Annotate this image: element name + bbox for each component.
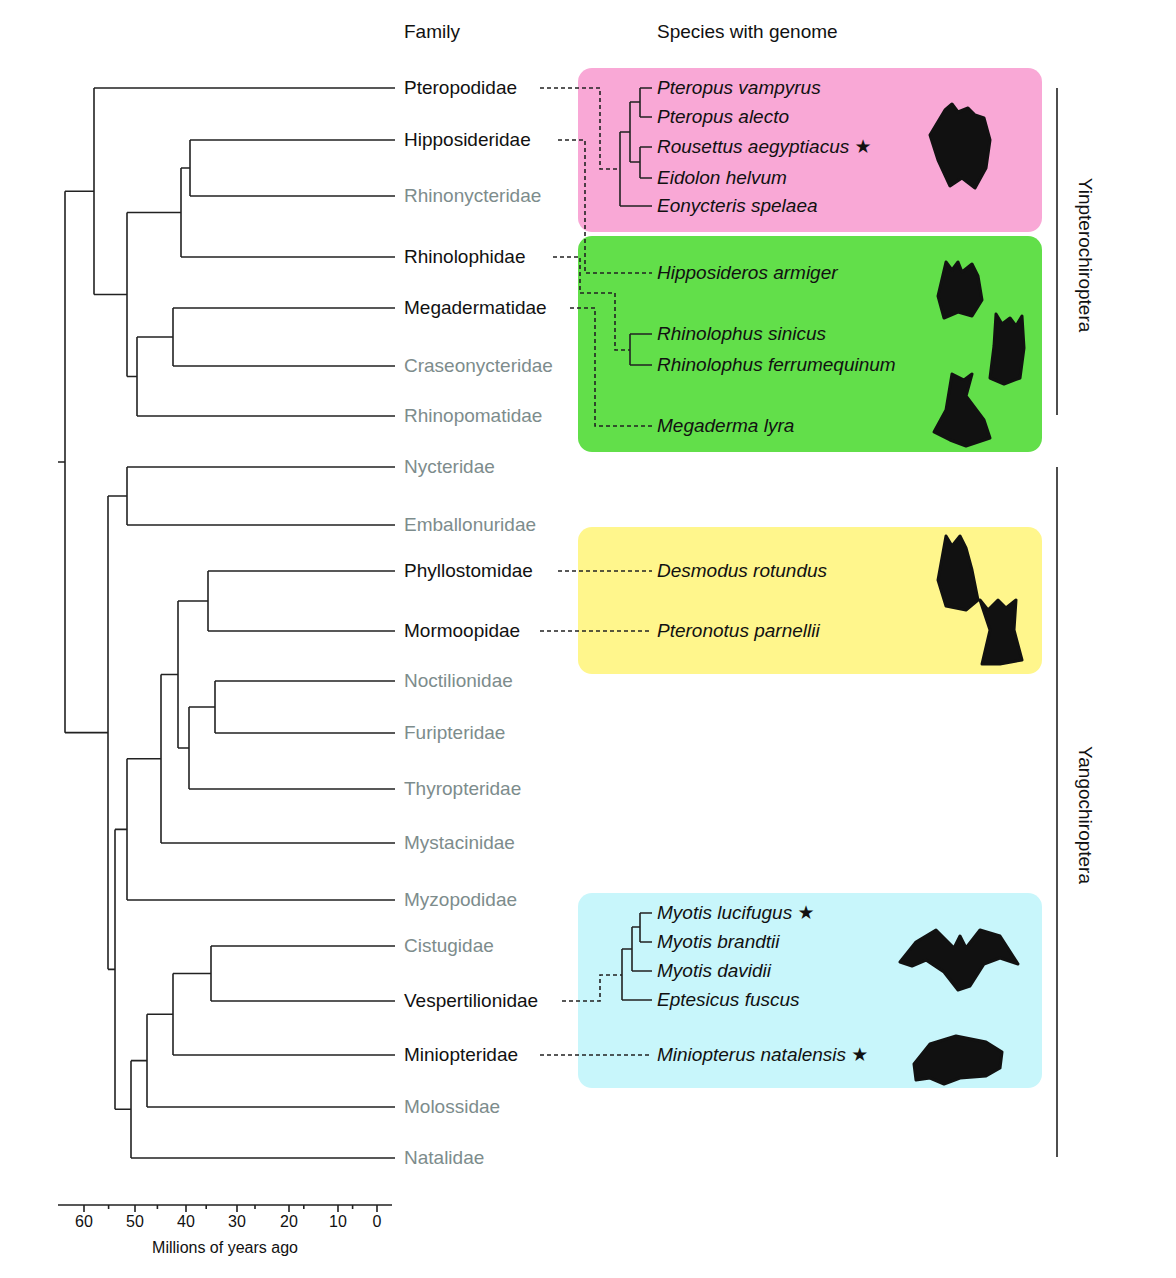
species-name: Eptesicus fuscus <box>657 989 800 1011</box>
family-name: Nycteridae <box>402 456 497 478</box>
species-name: Myotis lucifugus ★ <box>657 902 814 924</box>
axis-tick-label: 60 <box>73 1213 95 1231</box>
species-name: Pteropus alecto <box>657 106 789 128</box>
bat-silhouette <box>914 1036 1002 1084</box>
family-name: Noctilionidae <box>402 670 515 692</box>
family-name: Mormoopidae <box>402 620 522 642</box>
axis-tick-label: 0 <box>371 1213 384 1231</box>
family-name: Vespertilionidae <box>402 990 540 1012</box>
species-name: Miniopterus natalensis ★ <box>657 1044 868 1066</box>
species-tree <box>620 88 652 1000</box>
family-name: Molossidae <box>402 1096 502 1118</box>
species-name: Pteropus vampyrus <box>657 77 821 99</box>
axis-tick-label: 50 <box>124 1213 146 1231</box>
bat-silhouette <box>930 104 990 188</box>
family-name: Hipposideridae <box>402 129 533 151</box>
family-name: Phyllostomidae <box>402 560 535 582</box>
species-name: Myotis brandtii <box>657 931 780 953</box>
bat-silhouette <box>934 374 990 446</box>
clade-name: Yangochiroptera <box>1074 744 1096 886</box>
genome-link <box>540 88 652 1055</box>
family-name: Mystacinidae <box>402 832 517 854</box>
bat-silhouette <box>990 314 1024 384</box>
species-name: Myotis davidii <box>657 960 771 982</box>
bat-silhouette <box>900 930 1018 990</box>
bat-silhouette <box>938 536 978 610</box>
bat-silhouette <box>938 262 982 318</box>
species-name: Rhinolophus ferrumequinum <box>657 354 896 376</box>
family-name: Pteropodidae <box>402 77 519 99</box>
clade-name: Yinpterochiroptera <box>1074 176 1096 335</box>
species-name: Hipposideros armiger <box>657 262 838 284</box>
column-heading: Family <box>402 21 462 43</box>
family-name: Myzopodidae <box>402 889 519 911</box>
family-name: Craseonycteridae <box>402 355 555 377</box>
family-name: Rhinonycteridae <box>402 185 543 207</box>
species-name: Rhinolophus sinicus <box>657 323 826 345</box>
family-name: Emballonuridae <box>402 514 538 536</box>
tree-branches <box>58 88 1057 1212</box>
family-name: Thyropteridae <box>402 778 523 800</box>
species-name: Rousettus aegyptiacus ★ <box>657 136 872 158</box>
family-name: Megadermatidae <box>402 297 549 319</box>
axis-title: Millions of years ago <box>150 1239 300 1257</box>
family-name: Natalidae <box>402 1147 486 1169</box>
family-name: Cistugidae <box>402 935 496 957</box>
species-name: Megaderma lyra <box>657 415 794 437</box>
family-name: Miniopteridae <box>402 1044 520 1066</box>
species-name: Desmodus rotundus <box>657 560 827 582</box>
family-name: Furipteridae <box>402 722 507 744</box>
axis-tick-label: 10 <box>327 1213 349 1231</box>
bat-silhouette <box>980 600 1022 664</box>
axis-tick-label: 20 <box>278 1213 300 1231</box>
family-name: Rhinopomatidae <box>402 405 544 427</box>
family-name: Rhinolophidae <box>402 246 528 268</box>
axis-tick-label: 30 <box>226 1213 248 1231</box>
species-name: Eonycteris spelaea <box>657 195 818 217</box>
species-name: Pteronotus parnellii <box>657 620 820 642</box>
species-name: Eidolon helvum <box>657 167 787 189</box>
column-heading: Species with genome <box>655 21 840 43</box>
axis-tick-label: 40 <box>175 1213 197 1231</box>
